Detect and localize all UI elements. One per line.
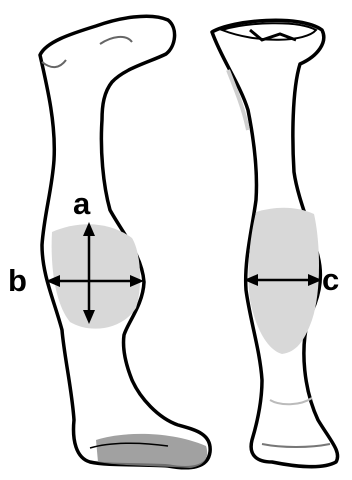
left-shaded-region [52,224,140,328]
label-c: c [322,262,339,297]
label-b: b [8,263,27,298]
label-a: a [73,186,91,221]
right-bone [212,20,338,466]
left-bone [40,16,210,468]
